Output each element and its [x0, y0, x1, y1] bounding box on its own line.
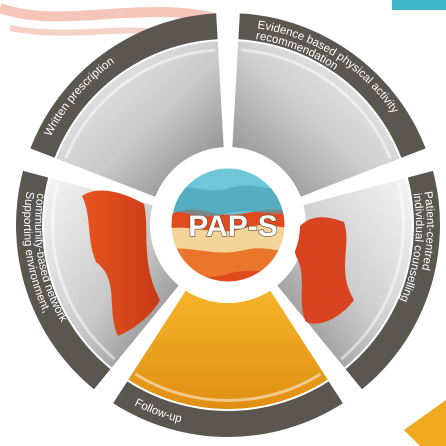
- segment-band: [113, 381, 343, 437]
- decorative-orange-corner: [404, 400, 446, 446]
- segment-inner-line: [50, 182, 116, 361]
- center-badge: PAP-S: [156, 153, 300, 297]
- segment-panel: [232, 41, 400, 197]
- segment-inner-line: [340, 182, 406, 361]
- segment-panel: [128, 290, 328, 409]
- segment-inner-line: [134, 372, 322, 403]
- segment-band: [15, 170, 111, 390]
- accent-red-left: [82, 190, 160, 336]
- center-title: PAP-S: [188, 210, 277, 243]
- decorative-teal-bar: [392, 0, 446, 10]
- segment-panel: [56, 41, 224, 197]
- segment-band: [30, 13, 218, 158]
- segment-band: [238, 13, 426, 158]
- accent-red-right: [294, 217, 354, 324]
- segment-follow-up: Follow-up: [113, 290, 343, 437]
- segment-band: [345, 170, 440, 390]
- decorative-brush-stroke: [0, 3, 217, 23]
